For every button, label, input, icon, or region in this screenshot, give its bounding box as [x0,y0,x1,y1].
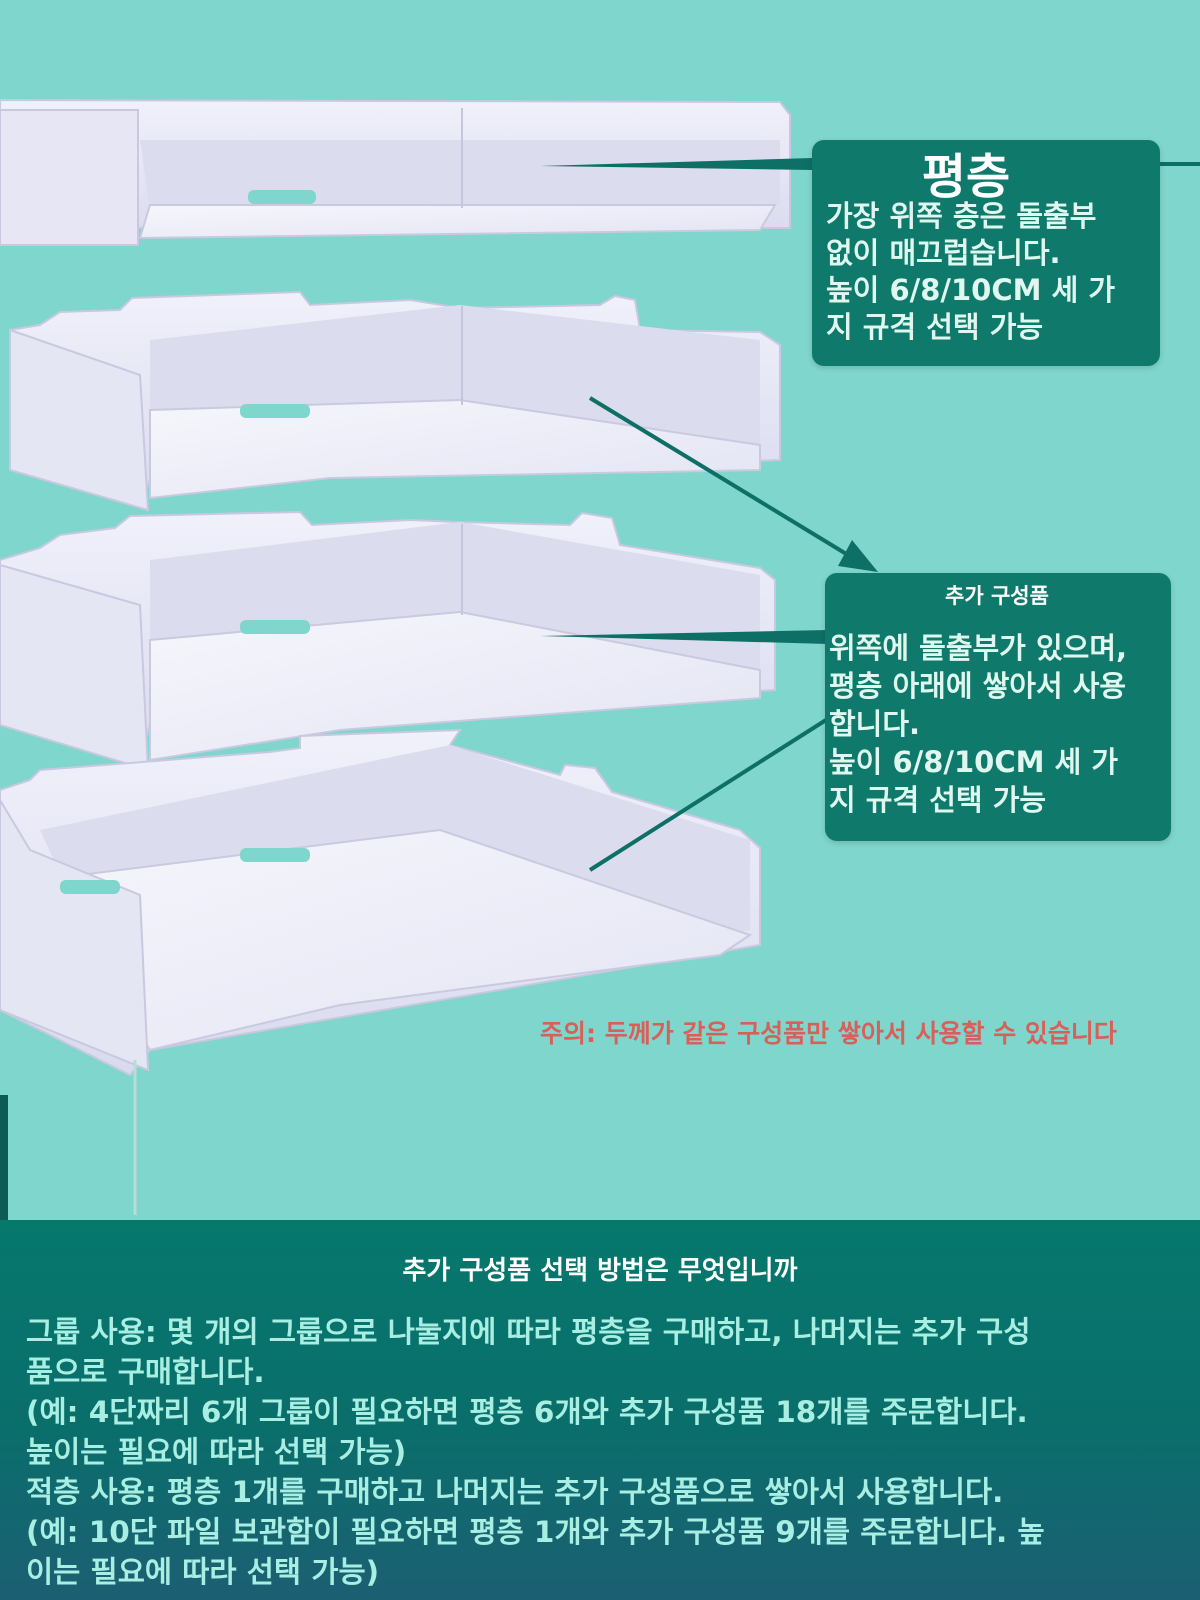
top-layer-callout: 평층 가장 위쪽 층은 돌출부 없이 매끄럽습니다. 높이 6/8/10CM 세… [812,140,1160,366]
edge-bar [0,1095,8,1220]
body-line: (예: 10단 파일 보관함이 필요하면 평층 1개와 추가 구성품 9개를 주… [26,1515,1045,1549]
top-layer-description: 가장 위쪽 층은 돌출부 없이 매끄럽습니다. 높이 6/8/10CM 세 가 … [826,199,1116,344]
tray-extension-2 [0,510,776,772]
tray-extension-3 [0,728,761,1077]
extension-description: 위쪽에 돌출부가 있으며, 평층 아래에 쌓아서 사용 합니다. 높이 6/8/… [829,631,1128,817]
thickness-warning: 주의: 두께가 같은 구성품만 쌓아서 사용할 수 있습니다 [540,1019,1117,1048]
body-line: 높이는 필요에 따라 선택 가능) [26,1435,407,1469]
product-illustration [0,98,1200,1215]
body-line: 이는 필요에 따라 선택 가능) [26,1555,380,1589]
how-to-choose-body: 그룹 사용: 몇 개의 그룹으로 나눌지에 따라 평층을 구매하고, 나머지는 … [26,1312,1186,1592]
body-line: 적층 사용: 평층 1개를 구매하고 나머지는 추가 구성품으로 쌓아서 사용합… [26,1475,1004,1509]
body-line: (예: 4단짜리 6개 그룹이 필요하면 평층 6개와 추가 구성품 18개를 … [26,1395,1028,1429]
extension-title: 추가 구성품 [945,584,1049,608]
arrow-pointer-icon [540,158,1200,872]
body-line: 품으로 구매합니다. [26,1355,265,1389]
body-line: 그룹 사용: 몇 개의 그룹으로 나눌지에 따라 평층을 구매하고, 나머지는 … [26,1315,1031,1349]
how-to-choose-panel: 추가 구성품 선택 방법은 무엇입니까 그룹 사용: 몇 개의 그룹으로 나눌지… [0,1220,1200,1600]
extension-callout: 추가 구성품 위쪽에 돌출부가 있으며, 평층 아래에 쌓아서 사용 합니다. … [825,573,1171,841]
how-to-choose-heading: 추가 구성품 선택 방법은 무엇입니까 [402,1256,798,1286]
top-layer-title: 평층 [921,149,1011,205]
tray-extension-1 [9,290,781,512]
tray-top-flat [0,98,791,246]
